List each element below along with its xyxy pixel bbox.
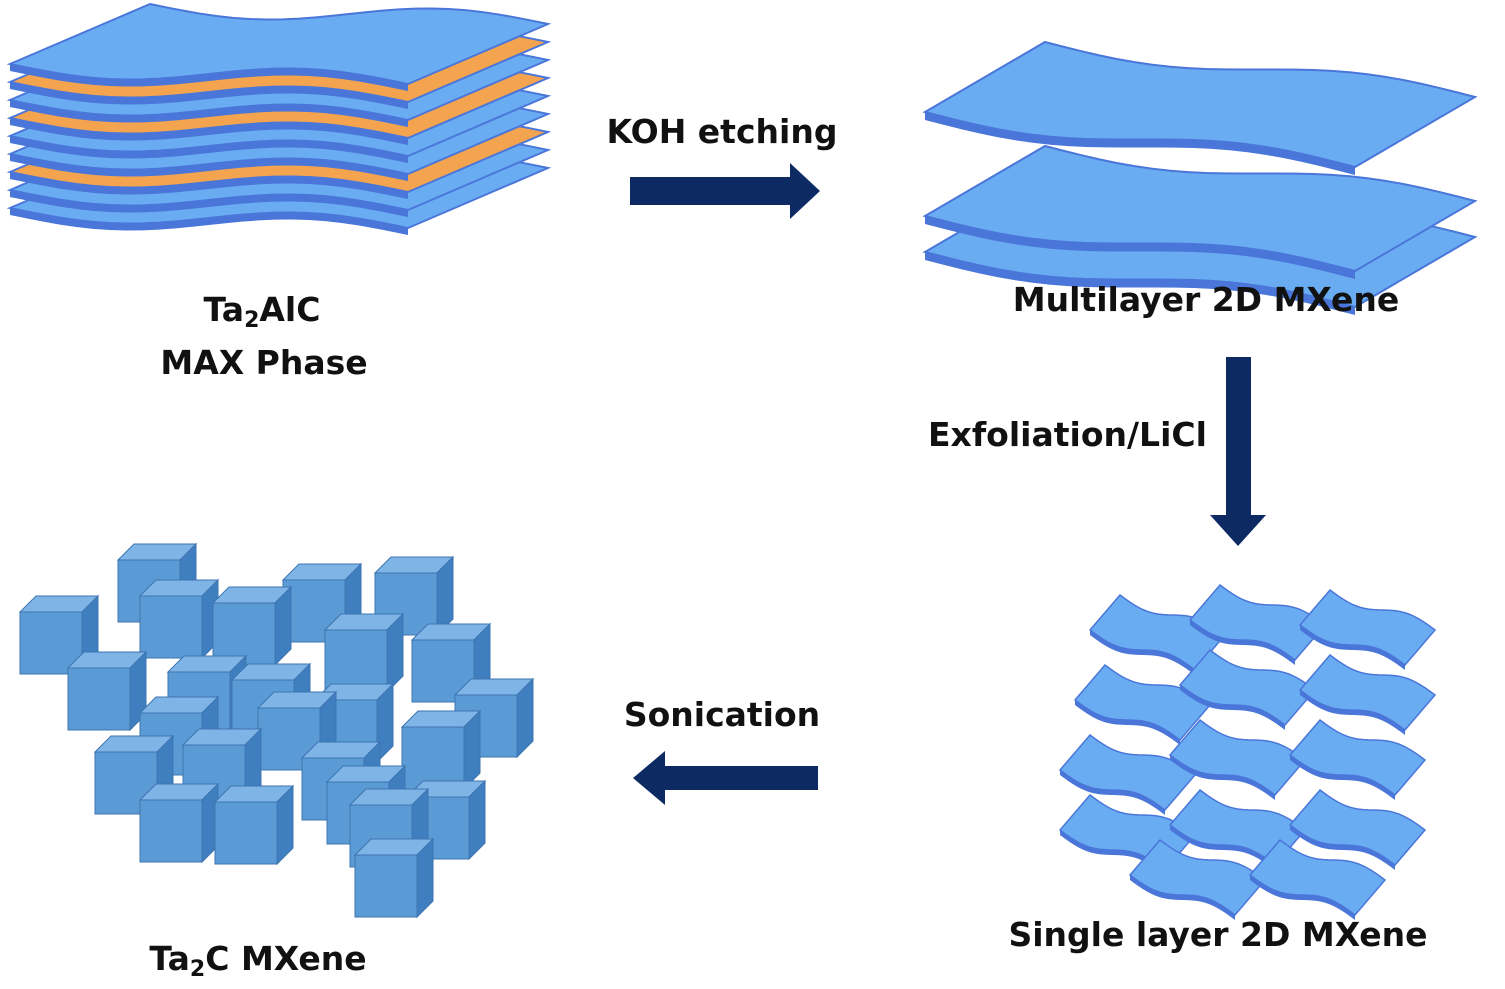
max-phase-name-label: MAX Phase	[160, 343, 368, 382]
single-flake-face	[1168, 718, 1307, 797]
max-layer-edge	[10, 100, 408, 127]
ta2c-mxene-cubes	[18, 542, 535, 919]
single-layer-mxene-label: Single layer 2D MXene	[1008, 915, 1428, 954]
max-layer-edge	[10, 190, 408, 217]
cube-front	[67, 667, 131, 731]
single-flake-edge	[1290, 825, 1395, 870]
single-flake	[1188, 583, 1327, 665]
max-layer-edge	[10, 82, 408, 109]
cube	[66, 650, 148, 732]
max-layer-edge	[10, 154, 408, 181]
cube-front	[139, 595, 203, 659]
cube	[213, 784, 295, 866]
cube	[211, 585, 293, 667]
single-flake	[1288, 718, 1427, 800]
single-flake-edge	[1130, 875, 1235, 920]
multilayer-mxene-label: Multilayer 2D MXene	[1012, 280, 1400, 319]
cube	[138, 578, 220, 660]
single-flake-edge	[1060, 770, 1165, 815]
single-flake-edge	[1290, 755, 1395, 800]
cube	[400, 709, 482, 791]
single-flake	[1128, 838, 1267, 920]
cube-front	[324, 629, 388, 693]
mxene-sheet-face	[922, 40, 1478, 169]
single-flake	[1288, 788, 1427, 870]
cube-front	[19, 611, 83, 675]
single-flake-edge	[1075, 700, 1180, 745]
cube-front	[94, 751, 158, 815]
single-flake-edge	[1180, 685, 1285, 730]
exfoliation-step-label: Exfoliation/LiCl	[928, 415, 1207, 454]
max-layer-edge	[10, 172, 408, 199]
single-flake	[1073, 663, 1212, 745]
multilayer-mxene-stack	[922, 40, 1478, 315]
single-flake-face	[1298, 588, 1437, 667]
mxene-sheet-edge	[925, 252, 1355, 315]
single-flake	[1168, 718, 1307, 800]
max-layer	[6, 2, 552, 91]
product-label: Ta2C MXene	[149, 939, 367, 982]
cube-front	[139, 799, 203, 863]
max-layer-edge	[10, 136, 408, 163]
cube	[353, 837, 435, 919]
single-flake-face	[1288, 788, 1427, 867]
cube	[138, 782, 220, 864]
etching-step-label: KOH etching	[606, 112, 838, 151]
single-flake-edge	[1190, 620, 1295, 665]
single-layer-mxene-sheets	[1058, 583, 1437, 920]
sonication-arrow	[633, 751, 818, 805]
mxene-sheet	[922, 40, 1478, 175]
arrow-right-shape	[630, 163, 820, 219]
sonication-step-label: Sonication	[623, 695, 821, 734]
etching-arrow	[630, 163, 820, 219]
cube-front	[354, 854, 418, 918]
max-layer-edge	[10, 64, 408, 91]
cube	[93, 734, 175, 816]
single-flake-face	[1178, 648, 1317, 727]
single-flake-edge	[1090, 630, 1195, 675]
max-phase-stack	[6, 2, 552, 235]
single-flake-edge	[1060, 830, 1165, 875]
single-flake-edge	[1170, 755, 1275, 800]
single-flake	[1248, 838, 1387, 920]
single-flake	[1298, 588, 1437, 670]
cube-front	[401, 726, 465, 790]
max-phase-formula-label: Ta2AlC	[203, 290, 321, 333]
single-flake-face	[1128, 838, 1267, 917]
single-flake-face	[1188, 583, 1327, 662]
single-flake-face	[1298, 653, 1437, 732]
single-flake-face	[1073, 663, 1212, 742]
arrow-down-shape	[1210, 357, 1266, 546]
exfoliation-arrow	[1210, 357, 1266, 546]
single-flake-face	[1288, 718, 1427, 797]
cube-front	[212, 602, 276, 666]
max-layer-edge	[10, 118, 408, 145]
cube	[323, 612, 405, 694]
max-layer-face	[6, 2, 552, 86]
single-flake-edge	[1170, 825, 1275, 870]
single-flake-edge	[1300, 625, 1405, 670]
single-flake	[1178, 648, 1317, 730]
single-flake	[1058, 733, 1197, 815]
mxene-sheet-edge	[925, 112, 1355, 175]
single-flake	[1298, 653, 1437, 735]
max-layer-edge	[10, 208, 408, 235]
single-flake-face	[1058, 733, 1197, 812]
mxene-sheet	[922, 144, 1478, 279]
mxene-sheet-face	[922, 144, 1478, 273]
cube	[453, 677, 535, 759]
single-flake-face	[1248, 838, 1387, 917]
mxene-sheet-edge	[925, 216, 1355, 279]
single-flake-edge	[1250, 875, 1355, 920]
arrow-left-shape	[633, 751, 818, 805]
cube-front	[214, 801, 278, 865]
single-flake-edge	[1300, 690, 1405, 735]
